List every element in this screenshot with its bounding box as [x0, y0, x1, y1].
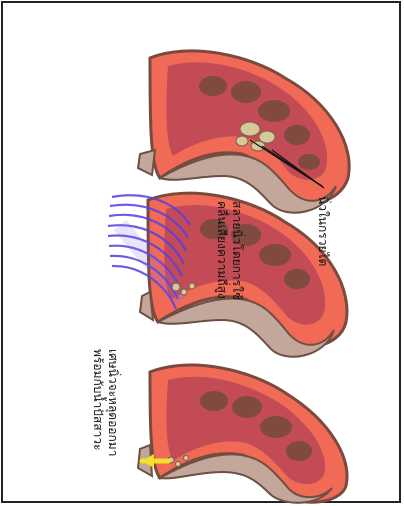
kidney-stones-passing — [138, 365, 347, 503]
passage-label-line-1: เศษนิ่วจะหลุดออกมา — [105, 349, 120, 456]
shockwave-label-line-2: คลื่นเสียงความถี่สูง — [214, 201, 229, 299]
passage-label-line-2: พร้อมกับน้ำปัสสาวะ — [90, 349, 105, 450]
stone-label: นิ่วในกรวยไต — [315, 196, 330, 266]
kidney-with-stones — [138, 51, 349, 213]
shockwave-label-line-1: สลายนิ่วโดยการใช้ — [229, 201, 244, 300]
